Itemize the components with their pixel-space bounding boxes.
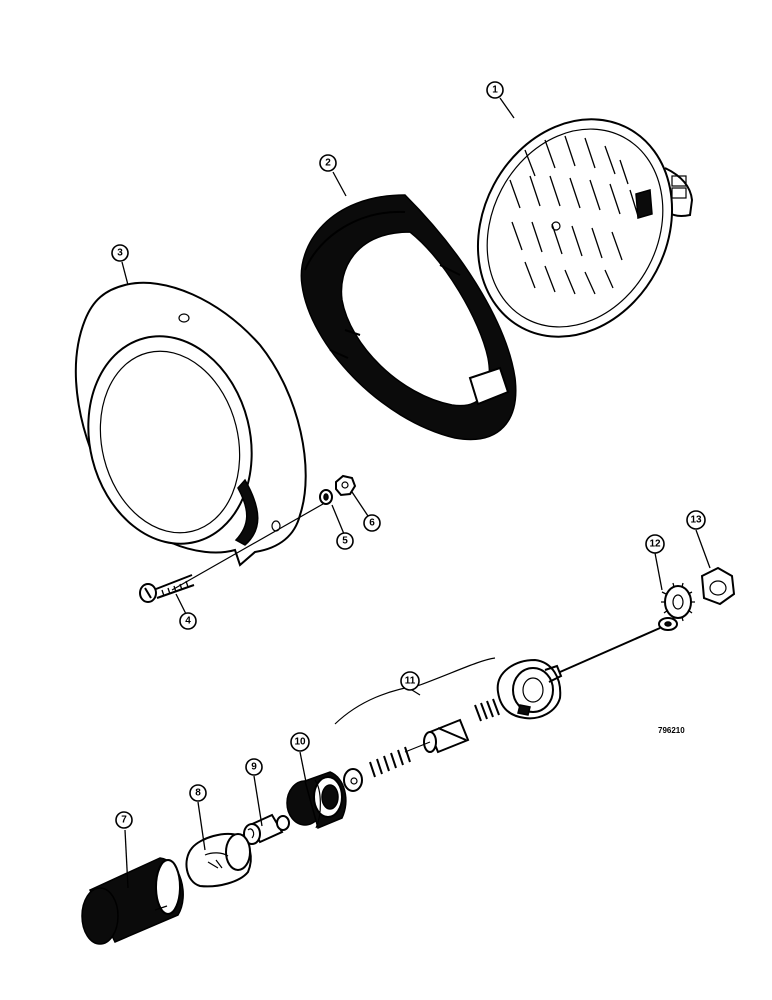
hex-nut — [335, 474, 357, 497]
sealed-beam-lamp — [476, 118, 694, 338]
callout-3: 3 — [111, 244, 129, 262]
callout-8: 8 — [189, 784, 207, 802]
callout-11: 11 — [400, 671, 420, 691]
callout-12-label: 12 — [649, 539, 661, 550]
callout-10-label: 10 — [294, 737, 306, 748]
callout-13: 13 — [686, 510, 706, 530]
leader-lines — [121, 97, 711, 889]
callout-2-label: 2 — [325, 158, 331, 169]
reference-code: 796210 — [658, 726, 685, 735]
callout-4-label: 4 — [185, 616, 191, 627]
callout-9: 9 — [245, 758, 263, 776]
bulb — [243, 813, 290, 845]
callout-5: 5 — [336, 532, 354, 550]
callout-11-label: 11 — [405, 676, 416, 687]
callout-13-label: 13 — [690, 515, 702, 526]
headlight-bezel — [74, 281, 307, 567]
star-washer — [661, 582, 695, 622]
callout-2: 2 — [319, 154, 337, 172]
retaining-ring — [300, 194, 517, 441]
rubber-grommet — [286, 771, 347, 830]
callout-1-label: 1 — [492, 85, 498, 96]
callout-6: 6 — [363, 514, 381, 532]
callout-6-label: 6 — [369, 518, 375, 529]
lens-shell — [185, 832, 252, 888]
callout-10: 10 — [290, 732, 310, 752]
callout-8-label: 8 — [195, 788, 201, 799]
callout-7-label: 7 — [121, 815, 127, 826]
cover-tube — [81, 857, 184, 945]
socket-assembly — [334, 617, 678, 792]
hex-nut-large — [700, 566, 736, 606]
callout-1: 1 — [486, 81, 504, 99]
lock-washer — [319, 489, 333, 505]
callout-5-label: 5 — [342, 536, 348, 547]
callout-7: 7 — [115, 811, 133, 829]
mounting-screw — [139, 499, 331, 603]
callout-3-label: 3 — [117, 248, 123, 259]
callout-12: 12 — [645, 534, 665, 554]
callout-4: 4 — [179, 612, 197, 630]
callout-9-label: 9 — [251, 762, 257, 773]
